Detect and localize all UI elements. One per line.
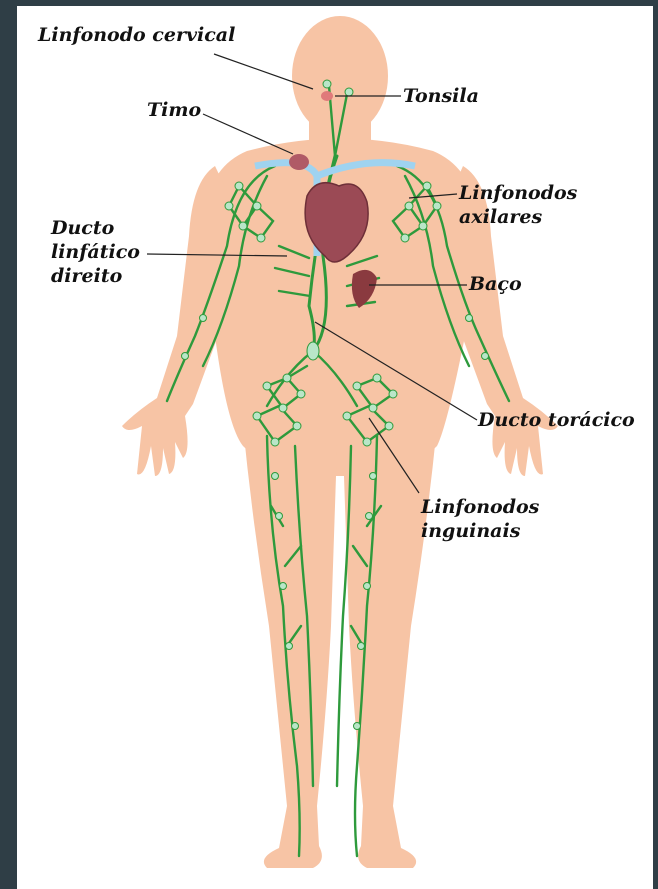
- diagram-frame: Linfonodo cervical Timo Tonsila Linfonod…: [17, 6, 653, 889]
- label-linfonodos-axilares-line2: axilares: [459, 205, 577, 229]
- label-linfonodo-cervical: Linfonodo cervical: [38, 23, 235, 47]
- lymphatic-system-figure: [17, 6, 653, 889]
- label-linfonodos-axilares-line1: Linfonodos: [459, 181, 577, 205]
- body-silhouette: [122, 16, 558, 868]
- right-leg: [343, 426, 437, 868]
- label-linfonodos-inguinais: Linfonodos inguinais: [421, 495, 539, 543]
- label-ducto-linfatico-direito: Ducto linfático direito: [51, 216, 140, 288]
- label-ducto-toracico: Ducto torácico: [478, 408, 635, 432]
- label-ducto-linfatico-direito-line3: direito: [51, 264, 140, 288]
- label-linfonodos-inguinais-line2: inguinais: [421, 519, 539, 543]
- label-linfonodos-inguinais-line1: Linfonodos: [421, 495, 539, 519]
- label-linfonodos-axilares: Linfonodos axilares: [459, 181, 577, 229]
- label-timo: Timo: [147, 98, 201, 122]
- thymus: [289, 154, 309, 170]
- label-baco: Baço: [469, 272, 522, 296]
- label-ducto-linfatico-direito-line2: linfático: [51, 240, 140, 264]
- label-ducto-linfatico-direito-line1: Ducto: [51, 216, 140, 240]
- tonsil: [321, 91, 333, 101]
- label-tonsila: Tonsila: [403, 84, 479, 108]
